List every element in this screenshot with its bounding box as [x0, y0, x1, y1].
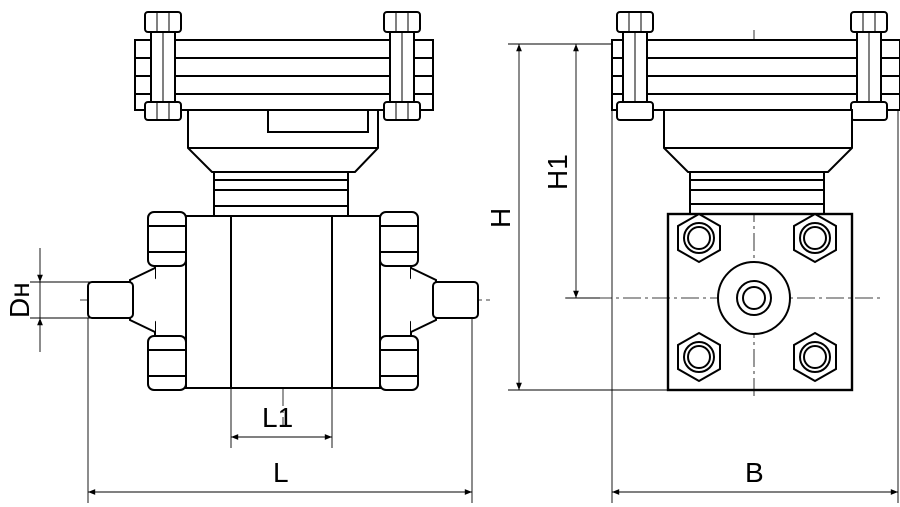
side-view: H H1 B	[485, 11, 900, 503]
front-view: Dн L1 L	[4, 11, 490, 503]
pipe-end	[717, 261, 791, 335]
dimension-h1-label: H1	[542, 154, 573, 190]
dimension-b: B	[611, 110, 899, 503]
side-body	[666, 212, 854, 392]
dimension-dn: Dн	[4, 248, 95, 352]
dimension-l: L	[87, 318, 473, 503]
side-top-flange	[611, 11, 900, 121]
dimension-dn-label: Dн	[4, 282, 35, 318]
top-flange	[134, 11, 434, 121]
side-bonnet	[663, 109, 853, 215]
dimension-h-label: H	[485, 208, 516, 228]
left-end-connection	[87, 211, 187, 391]
hex-nut-top-left	[677, 212, 721, 264]
hex-nut-bottom-right	[793, 331, 837, 383]
right-end-connection	[379, 211, 479, 391]
dimension-l1-label: L1	[262, 402, 293, 433]
dimension-h1: H1	[542, 43, 612, 299]
dimension-l-label: L	[273, 457, 289, 488]
valve-body	[185, 215, 381, 389]
bonnet	[187, 109, 379, 217]
hex-nut-top-right	[793, 212, 837, 264]
dimension-b-label: B	[745, 457, 764, 488]
hex-nut-bottom-left	[677, 331, 721, 383]
dimension-l1: L1	[230, 388, 333, 448]
